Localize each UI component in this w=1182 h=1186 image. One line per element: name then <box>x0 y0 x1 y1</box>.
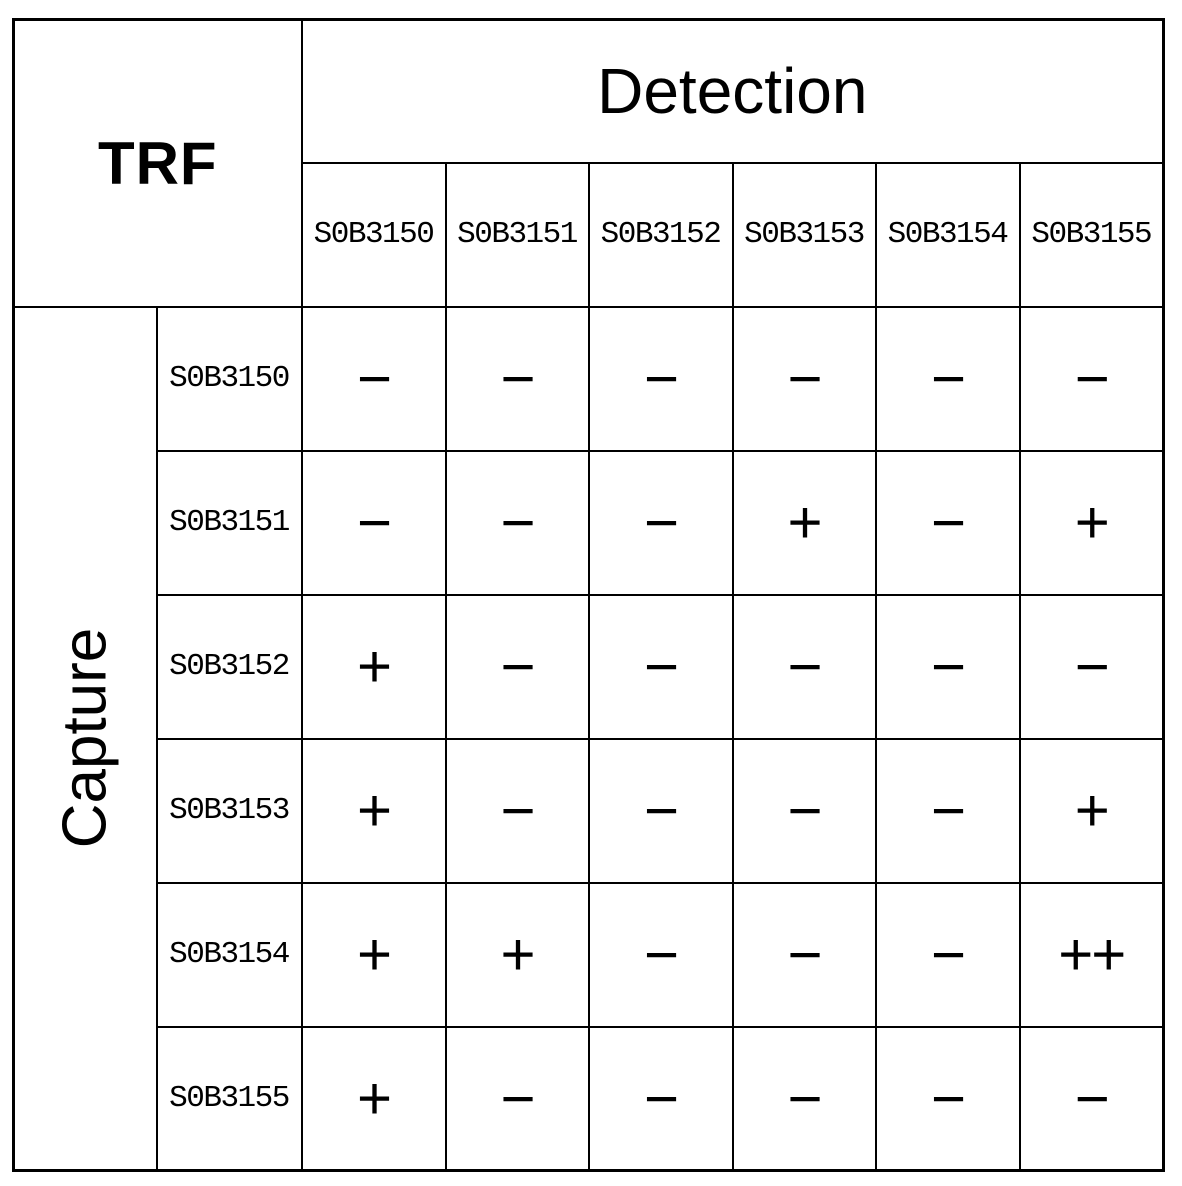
row-header-s0b3150: S0B3150 <box>155 305 303 452</box>
row-header-s0b3151: S0B3151 <box>155 449 303 596</box>
result-cell-r2c3: − <box>587 449 734 596</box>
result-cell-r5c6: ++ <box>1018 881 1165 1028</box>
result-cell-r4c2: − <box>444 737 590 884</box>
result-cell-r3c2: − <box>444 593 590 740</box>
result-cell-r5c1: + <box>300 881 447 1028</box>
table-row: Capture S0B3150 − − − − − − <box>12 305 1165 1172</box>
result-cell-r6c5: − <box>874 1025 1021 1172</box>
result-cell-r4c5: − <box>874 737 1021 884</box>
result-cell-r3c6: − <box>1018 593 1165 740</box>
result-cell-r1c3: − <box>587 305 734 452</box>
result-cell-r4c6: + <box>1018 737 1165 884</box>
result-cell-r1c5: − <box>874 305 1021 452</box>
capture-group-header-cell: Capture <box>12 305 158 1172</box>
result-cell-r4c3: − <box>587 737 734 884</box>
result-cell-r5c5: − <box>874 881 1021 1028</box>
result-cell-r3c1: + <box>300 593 447 740</box>
result-cell-r3c4: − <box>731 593 877 740</box>
table-row: S0B3154 + + − − − ++ <box>14 881 1165 1028</box>
result-cell-r6c2: − <box>444 1025 590 1172</box>
result-cell-r4c4: − <box>731 737 877 884</box>
column-header-s0b3153: S0B3153 <box>731 161 877 308</box>
detection-label: Detection <box>597 55 868 128</box>
column-header-s0b3155: S0B3155 <box>1018 161 1165 308</box>
result-cell-r6c1: + <box>300 1025 447 1172</box>
result-cell-r2c4: + <box>731 449 877 596</box>
result-cell-r1c6: − <box>1018 305 1165 452</box>
table-row: S0B3152 + − − − − − <box>14 593 1165 740</box>
trf-corner-cell: TRF <box>12 18 303 308</box>
column-header-s0b3152: S0B3152 <box>587 161 734 308</box>
result-cell-r6c6: − <box>1018 1025 1165 1172</box>
result-cell-r2c2: − <box>444 449 590 596</box>
result-cell-r6c4: − <box>731 1025 877 1172</box>
column-header-s0b3151: S0B3151 <box>444 161 590 308</box>
result-cell-r5c2: + <box>444 881 590 1028</box>
pairing-matrix-table: TRF Detection S0B3150 S0B3151 S0B3152 S0… <box>12 18 1166 1172</box>
result-cell-r3c5: − <box>874 593 1021 740</box>
result-cell-r3c3: − <box>587 593 734 740</box>
table-row: S0B3155 + − − − − − <box>14 1025 1165 1172</box>
capture-label: Capture <box>50 627 120 849</box>
row-header-s0b3154: S0B3154 <box>155 881 303 1028</box>
result-cell-r2c6: + <box>1018 449 1165 596</box>
result-cell-r5c4: − <box>731 881 877 1028</box>
result-cell-r1c1: − <box>300 305 447 452</box>
table-row: S0B3153 + − − − − + <box>14 737 1165 884</box>
row-header-s0b3152: S0B3152 <box>155 593 303 740</box>
result-cell-r1c2: − <box>444 305 590 452</box>
column-header-s0b3154: S0B3154 <box>874 161 1021 308</box>
detection-group-header-cell: Detection <box>300 18 1165 164</box>
result-cell-r5c3: − <box>587 881 734 1028</box>
result-cell-r2c5: − <box>874 449 1021 596</box>
row-header-s0b3153: S0B3153 <box>155 737 303 884</box>
result-cell-r1c4: − <box>731 305 877 452</box>
result-cell-r6c3: − <box>587 1025 734 1172</box>
column-header-s0b3150: S0B3150 <box>300 161 447 308</box>
table-row: S0B3151 − − − + − + <box>14 449 1165 596</box>
result-cell-r2c1: − <box>300 449 447 596</box>
trf-label: TRF <box>97 129 218 197</box>
result-cell-r4c1: + <box>300 737 447 884</box>
row-header-s0b3155: S0B3155 <box>155 1025 303 1172</box>
